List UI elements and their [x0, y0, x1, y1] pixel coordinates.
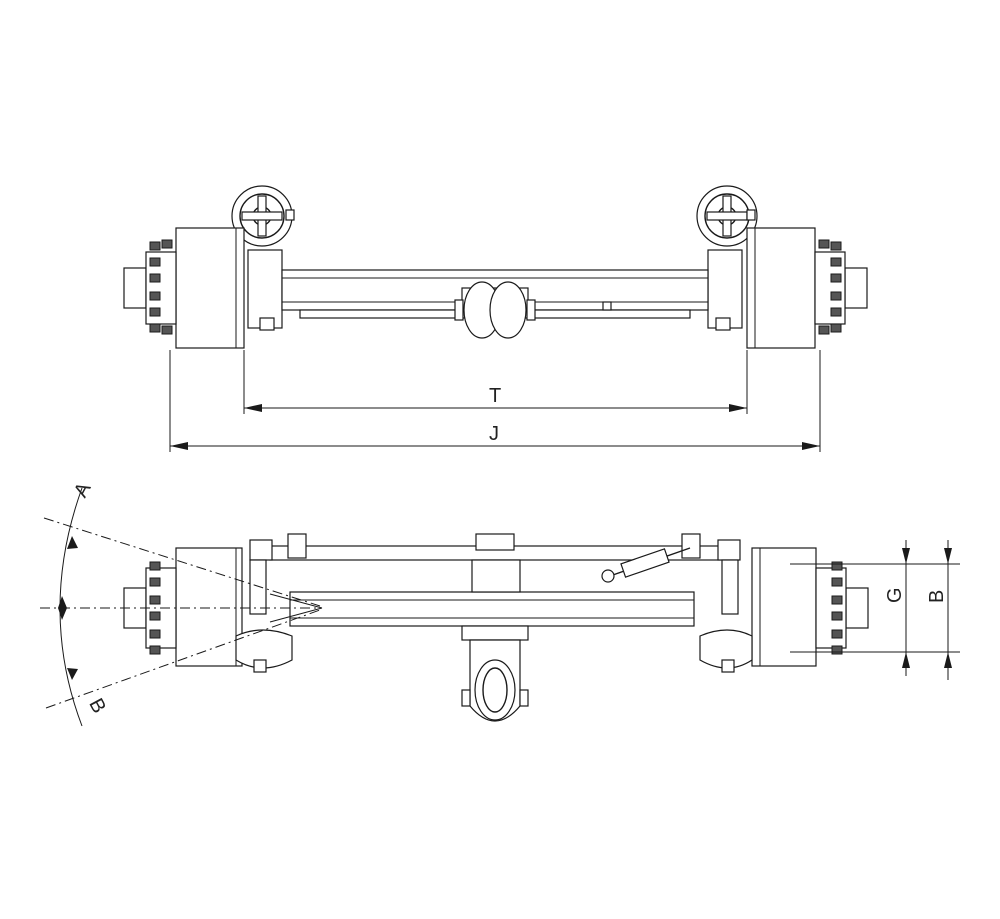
label-j: J: [489, 423, 499, 445]
label-b: B: [926, 590, 948, 603]
right-drum-front: [751, 547, 869, 667]
angle-construction: [40, 487, 323, 727]
dimension-t: [243, 350, 748, 414]
left-brake-chamber-front: [235, 559, 293, 673]
label-angle-a: A: [70, 478, 96, 501]
dimension-j: [169, 350, 821, 452]
dimension-g-b: [790, 540, 960, 680]
label-angle-b: B: [84, 695, 110, 717]
air-spring-top: [454, 281, 536, 339]
right-brake-drum: [746, 227, 868, 349]
front-view: A B G B: [40, 478, 960, 727]
air-spring-front: [461, 639, 529, 722]
left-brake-chamber: [231, 185, 295, 247]
label-t: T: [489, 385, 501, 407]
shock-absorber: [601, 547, 691, 583]
right-brake-chamber-front: [699, 559, 753, 673]
top-view: T J: [123, 185, 868, 452]
right-brake-chamber: [696, 185, 758, 247]
label-g: G: [884, 587, 906, 603]
left-drum-front: [123, 547, 243, 667]
axle-beam-front: [289, 591, 695, 627]
center-hanger: [461, 533, 529, 641]
left-brake-drum: [123, 227, 245, 349]
